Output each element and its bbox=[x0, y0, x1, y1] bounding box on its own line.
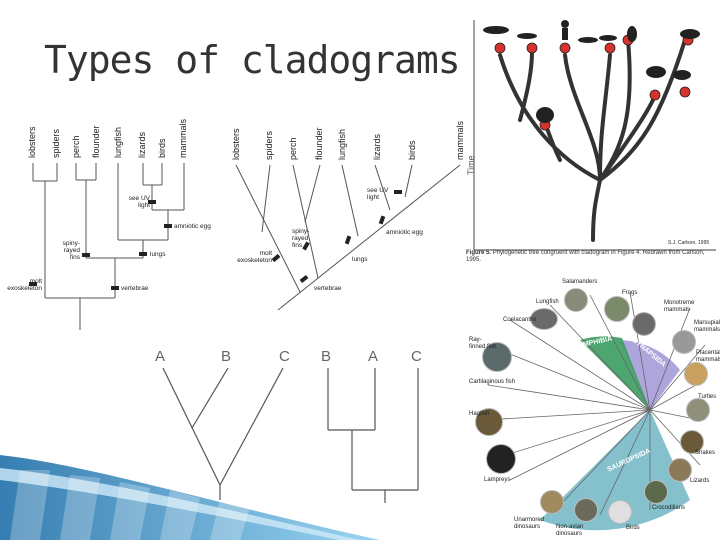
slide-title: Types of cladograms bbox=[44, 38, 461, 82]
label-crocodilians: Crocodilians bbox=[652, 505, 686, 511]
label-lungfish: Lungfish bbox=[536, 299, 559, 305]
snake-thumbnail bbox=[680, 430, 704, 454]
phylo-credit: S.J. Carlson, 1995 bbox=[668, 240, 710, 246]
label-turtles: Turtles bbox=[698, 394, 717, 400]
dino2-thumbnail bbox=[540, 490, 564, 514]
label-nonavian: Non-avian dinosaurs bbox=[556, 524, 584, 537]
marsupial-thumbnail bbox=[672, 330, 696, 354]
human-body-icon bbox=[562, 28, 568, 40]
left-trait-uv: see UV light bbox=[128, 195, 150, 209]
left-trait-lungs: lungs bbox=[150, 251, 166, 258]
dino-thumbnail bbox=[574, 498, 598, 522]
hagfish-thumbnail bbox=[475, 408, 503, 436]
label-snakes: Snakes bbox=[695, 450, 716, 456]
left-trait-vertebrae: vertebrae bbox=[121, 285, 149, 292]
turtle-thumbnail bbox=[686, 398, 710, 422]
synapsida-wedge bbox=[620, 340, 680, 410]
phylo-node bbox=[649, 89, 661, 101]
label-frogs: Frogs bbox=[622, 290, 638, 296]
phylo-caption: Figure 5. Phylogenetic tree congruent wi… bbox=[466, 250, 716, 264]
label-rayfinned: Ray-finned fish bbox=[469, 337, 497, 350]
label-birds: Birds bbox=[626, 525, 640, 531]
abc-tree1-a: A bbox=[155, 348, 166, 365]
fish-silhouette-icon bbox=[517, 33, 537, 39]
monotreme-thumbnail bbox=[632, 312, 656, 336]
phylo-node bbox=[679, 86, 691, 98]
phylo-node bbox=[559, 42, 571, 54]
shark-silhouette-icon bbox=[483, 26, 509, 34]
phylo-node bbox=[494, 42, 506, 54]
human-silhouette-icon bbox=[561, 20, 569, 28]
crocodile-silhouette-icon bbox=[599, 35, 617, 41]
label-lizards: Lizards bbox=[690, 478, 710, 484]
label-salamanders: Salamanders bbox=[562, 279, 598, 285]
phylo-node bbox=[526, 42, 538, 54]
frog-silhouette-icon bbox=[680, 29, 700, 39]
lungfish-thumbnail bbox=[530, 308, 558, 330]
rayfinned-thumbnail bbox=[482, 342, 512, 372]
mid-trait-spiny: spiny-rayed fins bbox=[292, 228, 310, 249]
mid-trait-vertebrae: vertebrae bbox=[314, 285, 342, 292]
phylo-caption-text: Phylogenetic tree congruent with cladogr… bbox=[466, 250, 705, 263]
mid-trait-uv: see UV light bbox=[367, 187, 389, 201]
label-coelacanths: Coelacanths bbox=[503, 317, 537, 323]
abc-tree1-b: B bbox=[221, 348, 232, 365]
abc-tree2-b: B bbox=[321, 348, 332, 365]
frog-thumbnail bbox=[604, 296, 630, 322]
abc-tree1-c: C bbox=[279, 348, 290, 365]
crocodile-thumbnail bbox=[644, 480, 668, 504]
phylo-caption-bold: Figure 5. bbox=[466, 250, 492, 256]
label-hagfish: Hagfish bbox=[469, 411, 490, 417]
label-unarmored: Unarmored dinosaurs bbox=[514, 517, 545, 530]
dinosaur-silhouette-icon bbox=[646, 66, 666, 78]
lamprey-thumbnail bbox=[486, 444, 516, 474]
left-trait-molt: molt exoskeleton bbox=[7, 278, 42, 292]
salamander-thumbnail bbox=[564, 288, 588, 312]
mid-trait-amniotic: amniotic egg bbox=[386, 229, 423, 236]
left-trait-spiny: spiny-rayed fins bbox=[62, 240, 80, 261]
dinosaur-silhouette-icon bbox=[673, 70, 691, 80]
lizard-silhouette-icon bbox=[578, 37, 598, 43]
label-lampreys: Lampreys bbox=[484, 477, 511, 483]
lizard-thumbnail bbox=[668, 458, 692, 482]
dimetrodon-silhouette-icon bbox=[536, 107, 554, 123]
mid-trait-molt: molt exoskeleton bbox=[237, 250, 272, 264]
abc-tree2-a: A bbox=[368, 348, 379, 365]
left-trait-amniotic: amniotic egg bbox=[174, 223, 211, 230]
phylo-node bbox=[604, 42, 616, 54]
mid-trait-lungs: lungs bbox=[352, 256, 368, 263]
bird-silhouette-icon bbox=[627, 26, 637, 42]
label-monotreme: Monotreme mammals bbox=[664, 300, 695, 313]
label-placental: Placental mammals bbox=[696, 350, 720, 363]
abc-tree2-c: C bbox=[411, 348, 422, 365]
label-marsupial: Marsupial mammals bbox=[694, 320, 720, 333]
placental-thumbnail bbox=[684, 362, 708, 386]
bird-thumbnail bbox=[608, 500, 632, 524]
label-cartilaginous: Cartilaginous fish bbox=[469, 379, 516, 385]
